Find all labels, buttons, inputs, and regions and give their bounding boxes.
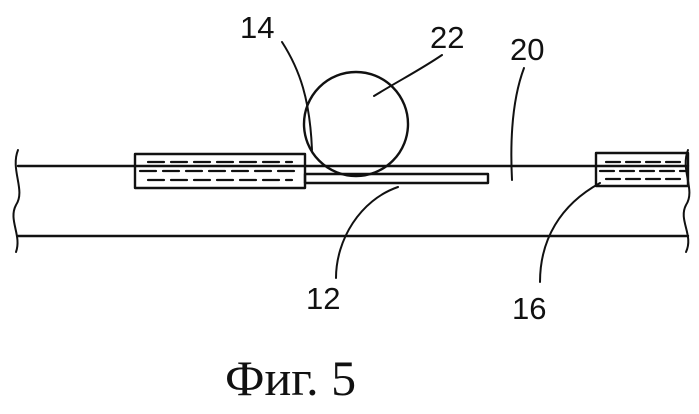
leader-16 xyxy=(540,183,600,282)
right-block-outline xyxy=(596,153,688,186)
left-block xyxy=(135,154,305,188)
sphere xyxy=(304,72,408,176)
ref-label-12: 12 xyxy=(306,281,340,316)
ref-label-14: 14 xyxy=(240,10,274,45)
leader-12 xyxy=(336,187,398,278)
ref-label-20: 20 xyxy=(510,32,544,67)
strip-body xyxy=(13,150,689,252)
figure-caption: Фиг. 5 xyxy=(225,350,356,406)
right-block xyxy=(596,153,688,186)
leader-14 xyxy=(282,42,312,150)
leader-22 xyxy=(374,55,442,96)
ref-label-22: 22 xyxy=(430,20,464,55)
thin-plate xyxy=(305,174,488,183)
ref-label-16: 16 xyxy=(512,291,546,326)
leader-20 xyxy=(511,68,524,180)
